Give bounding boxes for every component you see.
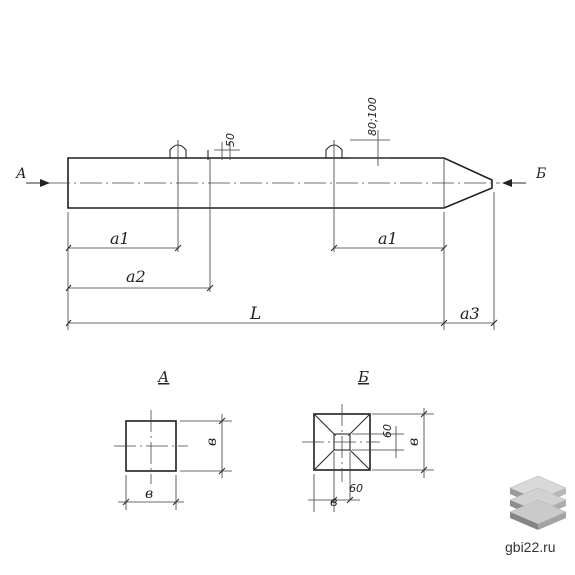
arrow-left-icon: [502, 179, 512, 187]
dim-L-label: L: [249, 304, 261, 324]
pile-side-view: [48, 140, 500, 292]
section-b-depth-label: в: [330, 495, 338, 510]
dimension-lines: a1 a1 a2 L a3: [65, 192, 498, 330]
arrow-right-icon: [40, 179, 50, 187]
section-b-inner-w-label: 60: [349, 482, 363, 495]
section-a-height-label: в: [204, 438, 220, 446]
view-arrows: А Б: [15, 166, 546, 187]
section-a-width-label: в: [145, 486, 153, 502]
section-b-inner-h-label: 60: [381, 424, 394, 438]
dim-50-label: 50: [224, 133, 237, 147]
section-a-title: А: [157, 368, 169, 386]
dim-a1-right-label: a1: [378, 229, 398, 248]
section-b-height-label: в: [406, 438, 422, 446]
watermark-site: gbi22.ru: [505, 539, 556, 555]
stacked-slabs-icon: [509, 475, 567, 530]
section-b-title: Б: [357, 368, 369, 386]
dim-a2-label: a2: [126, 267, 146, 286]
dim-a1-left-label: a1: [110, 229, 130, 248]
section-a: А в в: [114, 368, 232, 510]
dim-50-group: 50: [214, 133, 240, 160]
dim-a3-label: a3: [460, 304, 480, 323]
dim-80-100-label: 80;100: [366, 97, 379, 136]
dim-80-100-group: 80;100: [350, 97, 390, 166]
view-label-b: Б: [535, 166, 546, 182]
section-b: Б в 60 60 в: [302, 368, 434, 512]
view-label-a: А: [15, 166, 27, 182]
